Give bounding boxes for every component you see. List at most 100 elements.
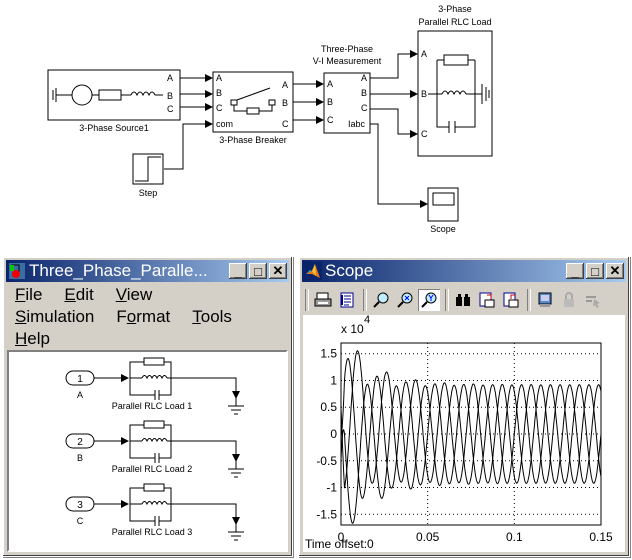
close-button[interactable]: ✕ (269, 263, 287, 279)
inport-number: 2 (77, 437, 83, 448)
x-tick-label: 0 (338, 530, 345, 544)
y-tick-label: -1.5 (316, 507, 337, 521)
load-label: Parallel RLC Load 3 (112, 527, 193, 537)
port-label: A (282, 80, 288, 90)
maximize-button[interactable]: □ (586, 263, 604, 279)
rlc-load-row: 3 C Parallel RLC Load 3 (65, 483, 244, 541)
port-label: B (421, 89, 427, 99)
scope-block[interactable]: Scope (427, 187, 459, 234)
port-label: B (167, 91, 173, 101)
y-tick-label: -1 (326, 481, 337, 495)
port-label: C (361, 103, 368, 113)
y-multiplier-base: x 10 (341, 322, 364, 336)
rlc-load-row: 1 A Parallel RLC Load 1 (65, 357, 244, 415)
parallel-rlc-load[interactable] (129, 483, 172, 526)
menu-edit[interactable]: Edit (64, 285, 94, 304)
ground-icon (228, 398, 244, 415)
wires-measurement-load (370, 50, 428, 208)
series-line-ia (340, 357, 602, 499)
floating-scope-icon[interactable] (534, 289, 556, 311)
port-label: A (361, 73, 367, 83)
scope-toolbar (305, 287, 606, 313)
wires-breaker-measurement (293, 80, 324, 124)
menu-simulation[interactable]: Simulation (15, 307, 95, 326)
port-label: C (421, 129, 428, 139)
menu-help[interactable]: Help (15, 329, 50, 348)
load-label: Parallel RLC Load 2 (112, 464, 193, 474)
toolbar-separator (445, 289, 449, 311)
switch-icon (230, 87, 276, 115)
parallel-rlc-load-block[interactable]: A B C 3-Phase Parallel RLC Load (417, 4, 493, 157)
scope-window: Scope _ □ ✕ (298, 256, 630, 557)
port-label: B (361, 88, 367, 98)
inport-block[interactable]: 2 B (65, 433, 95, 463)
step-block-label: Step (139, 188, 158, 198)
save-axes-icon[interactable] (476, 289, 498, 311)
menu-view[interactable]: View (115, 285, 153, 304)
zoom-x-icon[interactable] (394, 289, 416, 311)
inport-block[interactable]: 3 C (65, 496, 95, 526)
inport-block[interactable]: 1 A (65, 370, 95, 400)
restore-axes-icon[interactable] (500, 289, 522, 311)
ground-line (171, 440, 240, 462)
scope-window-title: Scope (325, 261, 374, 280)
autoscale-icon[interactable] (452, 289, 474, 311)
port-label: C (327, 115, 334, 125)
port-label: A (421, 49, 427, 59)
port-label: B (327, 97, 333, 107)
inport-name: C (77, 516, 84, 526)
ground-icon (228, 524, 244, 541)
breaker-block-label: 3-Phase Breaker (219, 135, 287, 145)
close-button[interactable]: ✕ (606, 263, 624, 279)
series-line-ic (340, 383, 602, 524)
three-phase-breaker-block[interactable]: A B C com A B C 3-Phase Breaker (212, 71, 294, 145)
port-label: C (216, 103, 223, 113)
zoom-y-icon[interactable] (418, 289, 440, 311)
inport-number: 1 (77, 374, 83, 385)
parallel-rlc-load[interactable] (129, 420, 172, 463)
subsystem-title-bar[interactable]: Three_Phase_Paralle... _ □ ✕ (6, 260, 289, 282)
parameters-icon[interactable] (336, 289, 358, 311)
vi-measurement-block[interactable]: A B C A B C Iabc Three-Phase V-I Measure… (313, 44, 382, 134)
port-label: Iabc (348, 119, 366, 129)
inport-number: 3 (77, 500, 83, 511)
signal-selection-icon (582, 289, 604, 311)
x-tick-label: 0.05 (416, 530, 440, 544)
x-tick-label: 0.15 (589, 530, 613, 544)
subsystem-canvas[interactable]: 1 A Parallel RLC Load 1 (7, 350, 288, 552)
step-block[interactable]: Step (132, 153, 164, 198)
parallel-rlc-load[interactable] (129, 357, 172, 400)
port-label: C (167, 104, 174, 114)
zoom-in-icon[interactable] (370, 289, 392, 311)
minimize-button[interactable]: _ (566, 263, 584, 279)
menu-file[interactable]: File (15, 285, 43, 304)
subsystem-window: Three_Phase_Paralle... _ □ ✕ File Edit V… (2, 256, 293, 557)
toolbar-separator (527, 289, 531, 311)
time-offset-label: Time offset: (305, 537, 367, 551)
subsystem-window-title: Three_Phase_Paralle... (29, 261, 208, 280)
y-tick-label: -0.5 (316, 454, 337, 468)
minimize-button[interactable]: _ (229, 263, 247, 279)
simulink-model-icon (9, 263, 25, 279)
rlc-icon (428, 54, 490, 133)
y-tick-label: 0 (330, 427, 337, 441)
port-label: A (327, 79, 333, 89)
step-icon (135, 156, 161, 182)
port-label: com (216, 119, 233, 129)
scope-screen-icon (432, 192, 455, 206)
menu-tools[interactable]: Tools (192, 307, 232, 326)
toolbar-grip[interactable] (305, 289, 309, 311)
menu-format[interactable]: Format (116, 307, 171, 326)
maximize-button[interactable]: □ (249, 263, 267, 279)
ground-line (171, 377, 240, 399)
measurement-label-1: Three-Phase (321, 44, 373, 54)
source-block-label: 3-Phase Source1 (79, 123, 149, 133)
y-tick-label: 0.5 (320, 400, 337, 414)
simulink-diagram: A B C 3-Phase Source1 A B C com A B C 3-… (0, 0, 632, 252)
three-phase-source-block[interactable]: A B C 3-Phase Source1 (47, 69, 181, 133)
print-icon[interactable] (312, 289, 334, 311)
scope-title-bar[interactable]: Scope _ □ ✕ (302, 260, 626, 282)
load-label: Parallel RLC Load 1 (112, 401, 193, 411)
axes-frame (340, 342, 602, 526)
